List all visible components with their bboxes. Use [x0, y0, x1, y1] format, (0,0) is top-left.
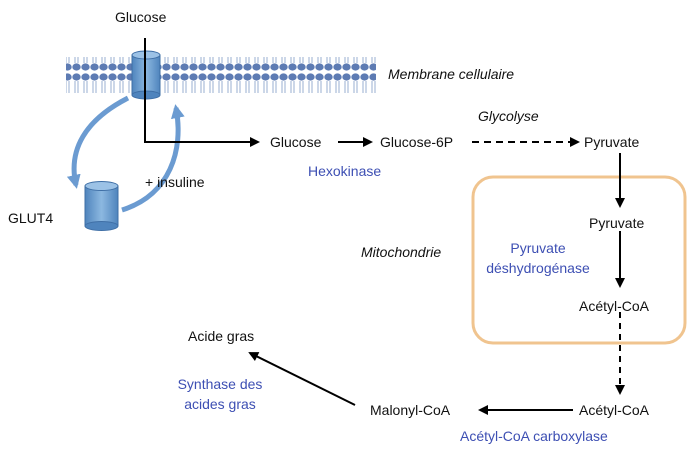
pyruvate-mitochondria-label: Pyruvate [589, 215, 645, 231]
acetylcoa-cytosol-label: Acétyl-CoA [579, 402, 650, 418]
glucose-cytosol-label: Glucose [270, 134, 322, 150]
pdh-label-line2: déshydrogénase [486, 260, 590, 276]
pdh-label-line1: Pyruvate [510, 240, 566, 256]
fas-label-line1: Synthase des [177, 376, 263, 392]
insulin-label: + insuline [145, 174, 205, 190]
fatty-acid-synthase-arrow [248, 352, 356, 406]
glucose-6p-label: Glucose-6P [380, 134, 454, 150]
malonylcoa-label: Malonyl-CoA [370, 402, 451, 418]
acc-label: Acétyl-CoA carboxylase [460, 428, 608, 444]
mitochondrion-shape [471, 175, 687, 345]
cell-membrane [66, 57, 376, 93]
mitochondria-label: Mitochondrie [361, 244, 442, 260]
glut4-label: GLUT4 [8, 210, 54, 226]
glucose-entry-arrow [144, 38, 260, 147]
pyruvate-cytosol-label: Pyruvate [584, 134, 640, 150]
fatty-acid-label: Acide gras [188, 328, 255, 344]
acetylcoa-mitochondria-label: Acétyl-CoA [579, 298, 650, 314]
hexokinase-label: Hexokinase [308, 163, 382, 179]
glut4-internalization-arrow [66, 95, 130, 189]
glycolysis-label: Glycolyse [478, 108, 539, 124]
membrane-label: Membrane cellulaire [388, 66, 515, 82]
glucose-extracellular-label: Glucose [115, 9, 167, 25]
glut4-translocation-arrow [121, 104, 185, 213]
glut4-vesicle [84, 181, 119, 231]
fas-label-line2: acides gras [184, 396, 256, 412]
